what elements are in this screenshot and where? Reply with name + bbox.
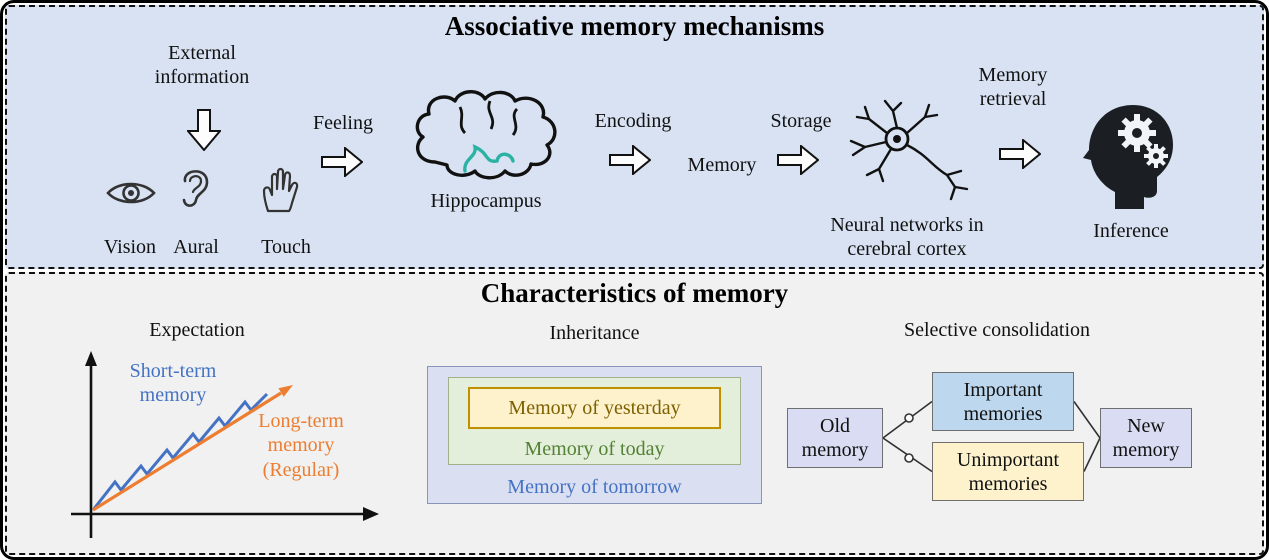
eye-icon [105, 177, 157, 214]
memory-of-yesterday-box: Memory of yesterday [468, 387, 721, 429]
memory-of-yesterday-label: Memory of yesterday [508, 396, 681, 419]
hand-icon [261, 165, 299, 218]
ear-icon [177, 165, 213, 216]
important-memories-box: Important memories [932, 372, 1074, 431]
external-information-label: External information [154, 42, 250, 89]
expectation-chart [57, 346, 387, 549]
aural-label: Aural [173, 236, 219, 258]
memory-of-today-label: Memory of today [524, 438, 665, 460]
right-arrow-icon-retrieval [999, 137, 1042, 174]
inference-label: Inference [1093, 220, 1169, 242]
brain-icon [405, 87, 565, 192]
associative-memory-panel: Associative memory mechanisms External i… [5, 5, 1264, 269]
new-memory-box: New memory [1100, 408, 1192, 468]
feeling-label: Feeling [313, 112, 373, 134]
right-arrow-icon-storage [777, 143, 820, 180]
right-arrow-icon-encoding [609, 143, 652, 180]
memory-of-tomorrow-label: Memory of tomorrow [507, 476, 682, 498]
memory-of-today-box: Memory of yesterday Memory of today [448, 377, 741, 465]
important-memories-label: Important memories [963, 378, 1043, 425]
selective-connector-lines [787, 369, 1197, 519]
unimportant-memories-box: Unimportant memories [932, 442, 1084, 501]
old-memory-label: Old memory [801, 415, 869, 461]
memory-retrieval-label: Memory retrieval [978, 64, 1048, 111]
inheritance-title: Inheritance [549, 322, 640, 344]
touch-label: Touch [261, 236, 311, 258]
hippocampus-label: Hippocampus [430, 190, 542, 212]
short-term-memory-label: Short-term memory [129, 360, 217, 407]
bottom-panel-title: Characteristics of memory [480, 278, 789, 308]
long-term-memory-label: Long-term memory (Regular) [258, 410, 344, 481]
memory-of-tomorrow-box: Memory of yesterday Memory of today Memo… [427, 366, 762, 504]
down-arrow-icon [185, 109, 223, 156]
characteristics-panel: Characteristics of memory Expectation Sh… [5, 272, 1264, 555]
neural-networks-label: Neural networks in cerebral cortex [830, 214, 984, 261]
new-memory-label: New memory [1112, 415, 1180, 461]
head-gears-icon [1079, 93, 1179, 216]
encoding-label: Encoding [594, 110, 672, 132]
storage-label: Storage [770, 110, 832, 132]
top-panel-title: Associative memory mechanisms [444, 11, 825, 41]
expectation-title: Expectation [149, 319, 245, 341]
right-arrow-icon-feeling [321, 145, 364, 182]
selective-consolidation-title: Selective consolidation [903, 319, 1091, 341]
unimportant-memories-label: Unimportant memories [956, 448, 1060, 495]
old-memory-box: Old memory [787, 408, 883, 468]
memory-label: Memory [687, 154, 757, 176]
neuron-icon [837, 97, 972, 217]
vision-label: Vision [103, 236, 157, 258]
